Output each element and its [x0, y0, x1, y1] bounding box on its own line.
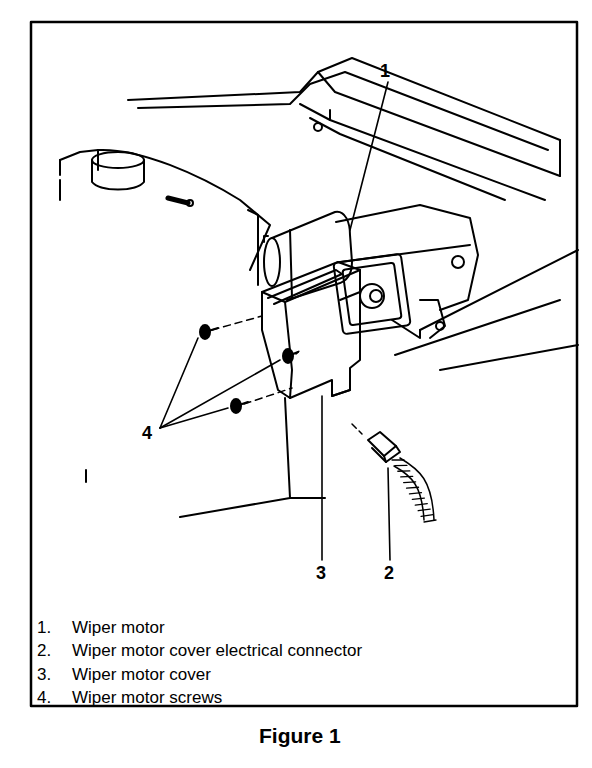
cowl-panel — [128, 58, 578, 370]
part-name: Wiper motor screws — [72, 689, 222, 708]
legend-number: 2. — [37, 642, 51, 661]
figure-caption: Figure 1 — [259, 724, 341, 747]
support-bracket — [290, 497, 325, 499]
callout-number: 3 — [316, 564, 326, 584]
support-bracket — [180, 398, 290, 517]
callout-number: 2 — [384, 564, 394, 584]
callout-number: 1 — [380, 62, 390, 82]
wiper-motor-cover — [262, 262, 360, 398]
cable-rib — [401, 476, 413, 478]
cable-rib — [398, 470, 410, 472]
callout-number: 4 — [142, 424, 152, 444]
cable-rib — [407, 487, 419, 489]
cable-rib — [395, 465, 407, 466]
legend-number: 1. — [37, 619, 51, 638]
leader-lines — [160, 82, 390, 560]
frame — [31, 22, 577, 706]
cable-rib — [392, 459, 404, 460]
cable-rib — [412, 498, 424, 499]
cable-rib — [421, 515, 433, 517]
mark — [85, 470, 87, 482]
cable-rib — [404, 481, 416, 483]
body-panel — [60, 150, 270, 285]
legend-number: 3. — [37, 666, 51, 685]
cable-rib — [424, 520, 436, 522]
part-name: Wiper motor cover — [72, 666, 211, 685]
cable-rib — [409, 493, 421, 494]
cable-rib — [415, 504, 427, 505]
part-name: Wiper motor cover electrical connector — [72, 642, 362, 661]
cable-rib — [418, 509, 430, 511]
part-name: Wiper motor — [72, 619, 165, 638]
legend-number: 4. — [37, 689, 51, 708]
electrical-connector — [352, 424, 436, 522]
wiper-motor — [264, 205, 478, 338]
